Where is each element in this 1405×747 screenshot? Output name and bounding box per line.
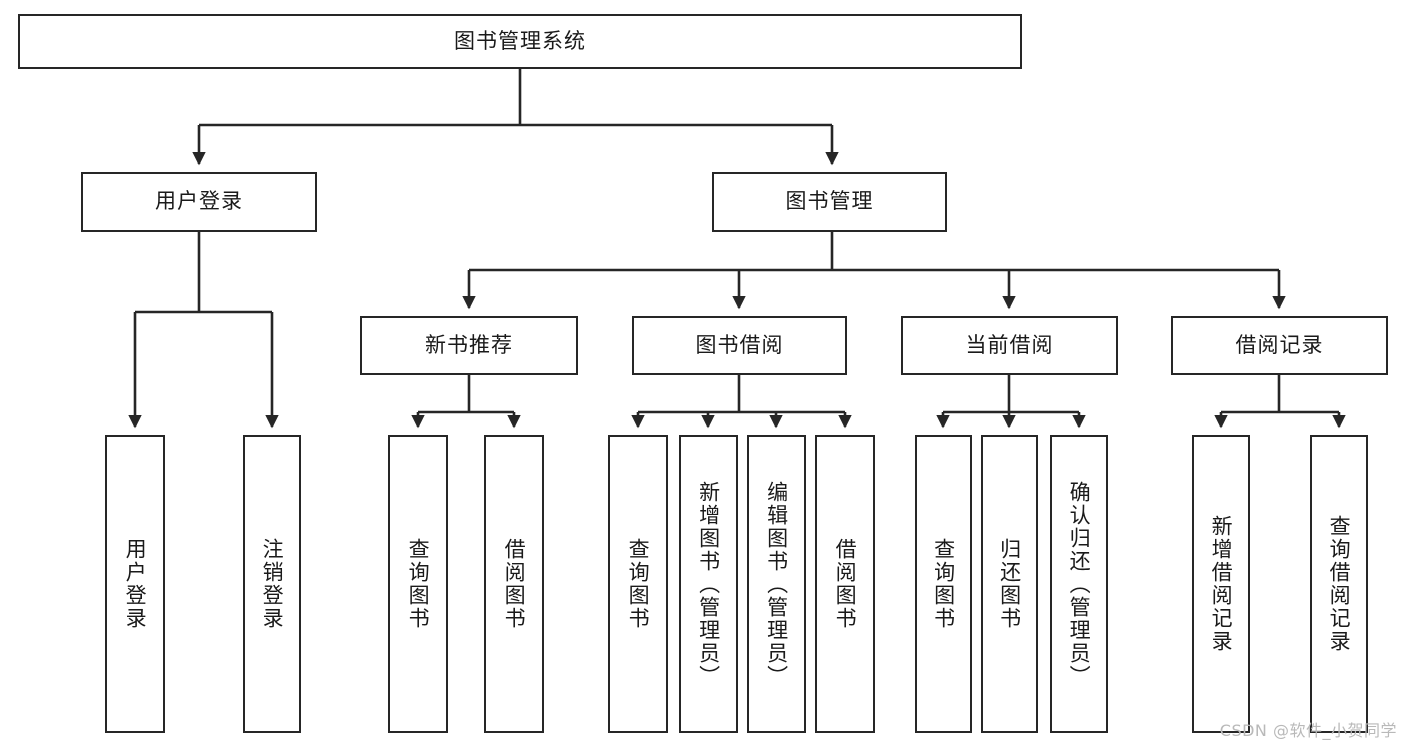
node-leaf-borrow-book-1[interactable]: 借阅图书 <box>484 435 544 733</box>
node-current-borrow-label: 当前借阅 <box>965 332 1054 357</box>
node-leaf-user-login-label: 用户登录 <box>123 538 148 630</box>
node-leaf-borrow-book-2[interactable]: 借阅图书 <box>815 435 875 733</box>
node-leaf-add-record[interactable]: 新增借阅记录 <box>1192 435 1250 733</box>
node-leaf-confirm-return[interactable]: 确认归还（管理员） <box>1050 435 1108 733</box>
node-leaf-user-logout[interactable]: 注销登录 <box>243 435 301 733</box>
node-leaf-edit-book[interactable]: 编辑图书（管理员） <box>747 435 806 733</box>
node-leaf-confirm-return-label: 确认归还（管理员） <box>1067 480 1092 688</box>
node-root[interactable]: 图书管理系统 <box>18 14 1022 69</box>
node-current-borrow[interactable]: 当前借阅 <box>901 316 1118 375</box>
node-book-borrow[interactable]: 图书借阅 <box>632 316 847 375</box>
node-leaf-query-book-3[interactable]: 查询图书 <box>915 435 972 733</box>
node-leaf-return-book[interactable]: 归还图书 <box>981 435 1038 733</box>
node-borrow-record-label: 借阅记录 <box>1235 332 1324 357</box>
node-leaf-query-record[interactable]: 查询借阅记录 <box>1310 435 1368 733</box>
node-book-borrow-label: 图书借阅 <box>695 332 784 357</box>
node-borrow-record[interactable]: 借阅记录 <box>1171 316 1388 375</box>
node-leaf-edit-book-label: 编辑图书（管理员） <box>764 480 789 688</box>
node-root-label: 图书管理系统 <box>454 28 586 53</box>
node-leaf-borrow-book-2-label: 借阅图书 <box>833 538 858 630</box>
node-leaf-query-book-1-label: 查询图书 <box>406 538 431 630</box>
node-book-manage[interactable]: 图书管理 <box>712 172 947 232</box>
node-user-login[interactable]: 用户登录 <box>81 172 317 232</box>
node-leaf-query-book-3-label: 查询图书 <box>931 538 956 630</box>
node-leaf-user-logout-label: 注销登录 <box>260 538 285 630</box>
node-book-manage-label: 图书管理 <box>785 189 874 214</box>
node-leaf-query-book-1[interactable]: 查询图书 <box>388 435 448 733</box>
node-leaf-query-record-label: 查询借阅记录 <box>1327 515 1352 653</box>
watermark-text: CSDN @软件_小贺同学 <box>1219 721 1397 740</box>
node-leaf-user-login[interactable]: 用户登录 <box>105 435 165 733</box>
node-leaf-query-book-2-label: 查询图书 <box>626 538 651 630</box>
node-leaf-add-book[interactable]: 新增图书（管理员） <box>679 435 738 733</box>
node-leaf-query-book-2[interactable]: 查询图书 <box>608 435 668 733</box>
node-new-book-recommend[interactable]: 新书推荐 <box>360 316 578 375</box>
node-leaf-return-book-label: 归还图书 <box>997 538 1022 630</box>
node-new-book-recommend-label: 新书推荐 <box>425 332 513 357</box>
node-leaf-borrow-book-1-label: 借阅图书 <box>502 538 527 630</box>
node-user-login-label: 用户登录 <box>155 189 243 214</box>
node-leaf-add-book-label: 新增图书（管理员） <box>696 480 721 688</box>
node-leaf-add-record-label: 新增借阅记录 <box>1209 515 1234 653</box>
